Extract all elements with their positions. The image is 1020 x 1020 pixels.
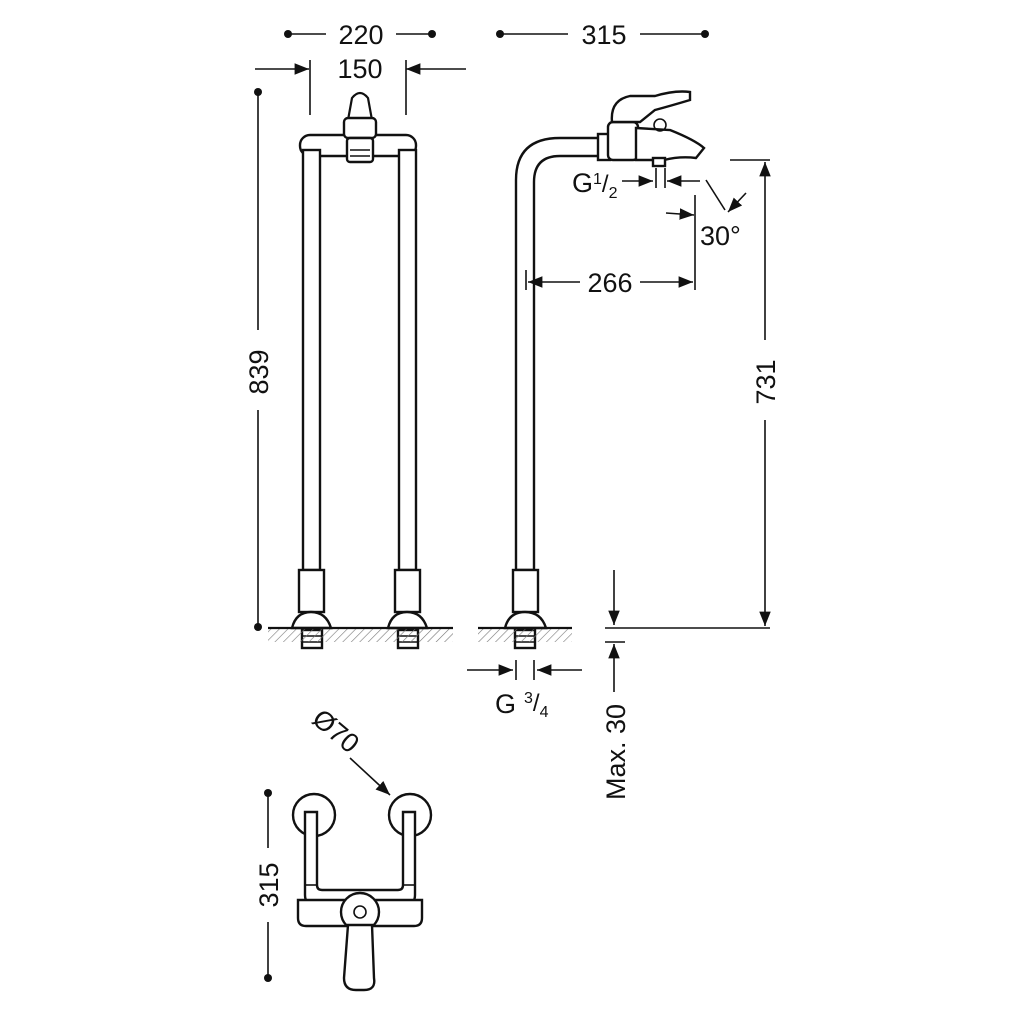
dim-label-220: 220 xyxy=(338,20,383,50)
dim-spout-depth: 315 xyxy=(496,20,709,50)
dim-label-max-30: Max. 30 xyxy=(601,704,631,800)
floor-hatch-front xyxy=(268,628,453,642)
dim-spout-reach: 266 xyxy=(525,195,696,298)
dim-label-731: 731 xyxy=(751,359,781,404)
dim-label-315-top: 315 xyxy=(581,20,626,50)
dim-label-839: 839 xyxy=(244,349,274,394)
thread-label-g-half: G1/2 xyxy=(572,168,618,202)
dim-overall-height: 839 xyxy=(244,88,274,631)
side-tap-body xyxy=(503,90,706,650)
floor-hatch-side xyxy=(478,628,572,642)
dim-base-diameter: Ø70 xyxy=(307,703,391,796)
side-view: 315 G1/2 xyxy=(467,20,781,800)
dim-spout-height: 731 xyxy=(605,159,781,629)
angle-label: 30° xyxy=(700,221,741,251)
front-view: 220 150 839 xyxy=(244,20,466,650)
dim-spout-angle: 30° xyxy=(665,179,747,251)
dim-outlet-thread: G1/2 xyxy=(572,168,700,202)
dim-spacing: 150 xyxy=(255,54,466,115)
plan-tap-body xyxy=(291,792,433,992)
dim-label-315-plan: 315 xyxy=(254,862,284,907)
front-tap-body xyxy=(290,91,429,650)
dim-label-266: 266 xyxy=(587,268,632,298)
dim-max-floor: Max. 30 xyxy=(601,570,631,800)
dim-plan-depth: 315 xyxy=(254,789,284,982)
dim-label-150: 150 xyxy=(337,54,382,84)
plan-view: Ø70 315 xyxy=(254,703,433,992)
dim-label-diameter: Ø70 xyxy=(307,703,365,759)
dim-total-width: 220 xyxy=(284,20,436,50)
